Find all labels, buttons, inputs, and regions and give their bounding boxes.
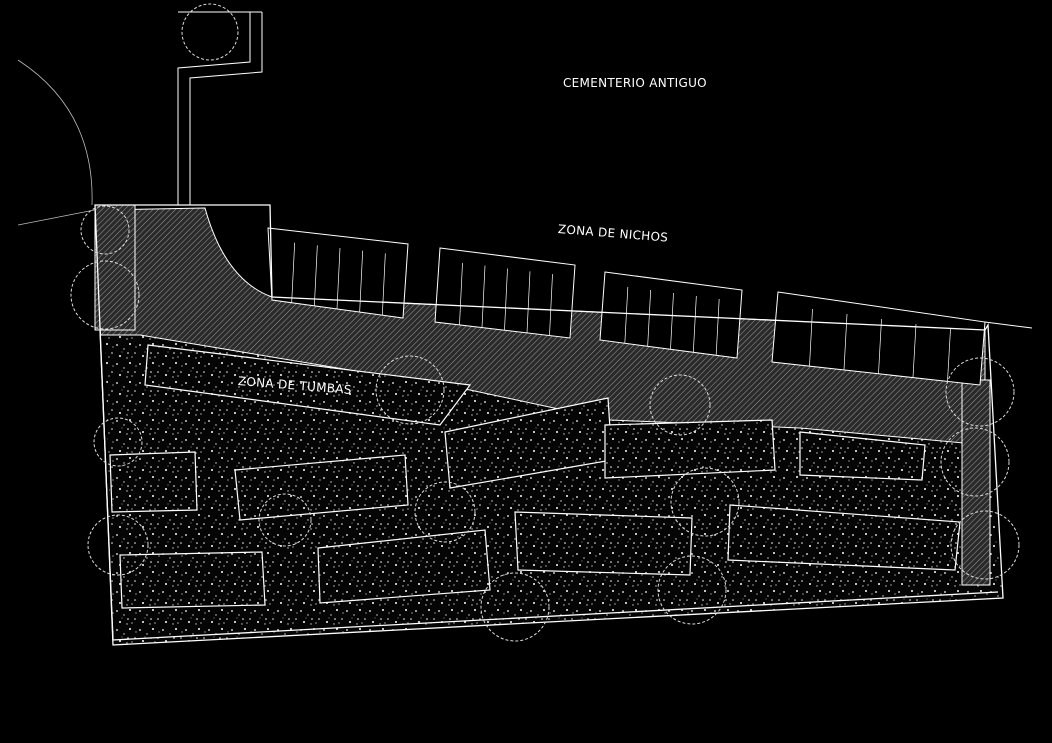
- niche-block-4: [771, 291, 986, 386]
- left-strip: [94, 204, 991, 586]
- niche-divider: [291, 242, 296, 304]
- niche-divider: [912, 323, 917, 378]
- niche-divider: [336, 247, 341, 310]
- niche-block-2: [434, 247, 576, 339]
- niche-divider: [947, 328, 951, 382]
- niche-divider: [670, 292, 674, 350]
- entrance-corridor: [177, 11, 263, 205]
- label-old-cemetery: CEMENTERIO ANTIGUO: [563, 76, 707, 90]
- niche-divider: [715, 298, 720, 356]
- niche-dividers: [291, 242, 951, 382]
- tree-icon: [87, 514, 149, 576]
- grave-blocks: [109, 344, 961, 609]
- trees: [70, 3, 1020, 642]
- niche-divider: [549, 274, 553, 336]
- niche-divider: [313, 245, 318, 307]
- tree-icon: [375, 355, 445, 425]
- niche-divider: [526, 271, 531, 333]
- tree-icon: [70, 260, 140, 330]
- tree-icon: [945, 357, 1015, 427]
- niche-divider: [692, 295, 697, 353]
- tree-icon: [80, 205, 130, 255]
- tree-icon: [93, 417, 143, 467]
- niche-divider: [459, 262, 463, 325]
- tree-icon: [258, 493, 312, 547]
- niche-divider: [381, 253, 386, 316]
- access-arc: [17, 59, 121, 226]
- tree-icon: [181, 3, 239, 61]
- site-boundary: [94, 204, 1004, 646]
- niche-blocks: [267, 227, 1033, 386]
- niche-divider: [481, 265, 486, 328]
- niche-divider: [647, 289, 652, 347]
- niche-divider: [504, 268, 508, 331]
- niche-block-1: [267, 227, 409, 319]
- tree-icon: [480, 572, 550, 642]
- tree-icon: [950, 510, 1020, 580]
- tree-icon: [940, 427, 1010, 497]
- niche-divider: [359, 250, 364, 313]
- tree-icon: [414, 481, 476, 543]
- tree-icon: [657, 555, 727, 625]
- tree-icon: [670, 467, 740, 537]
- niche-divider: [878, 318, 882, 374]
- niche-divider: [624, 286, 629, 344]
- niche-divider: [809, 308, 813, 366]
- tree-icon: [649, 374, 711, 436]
